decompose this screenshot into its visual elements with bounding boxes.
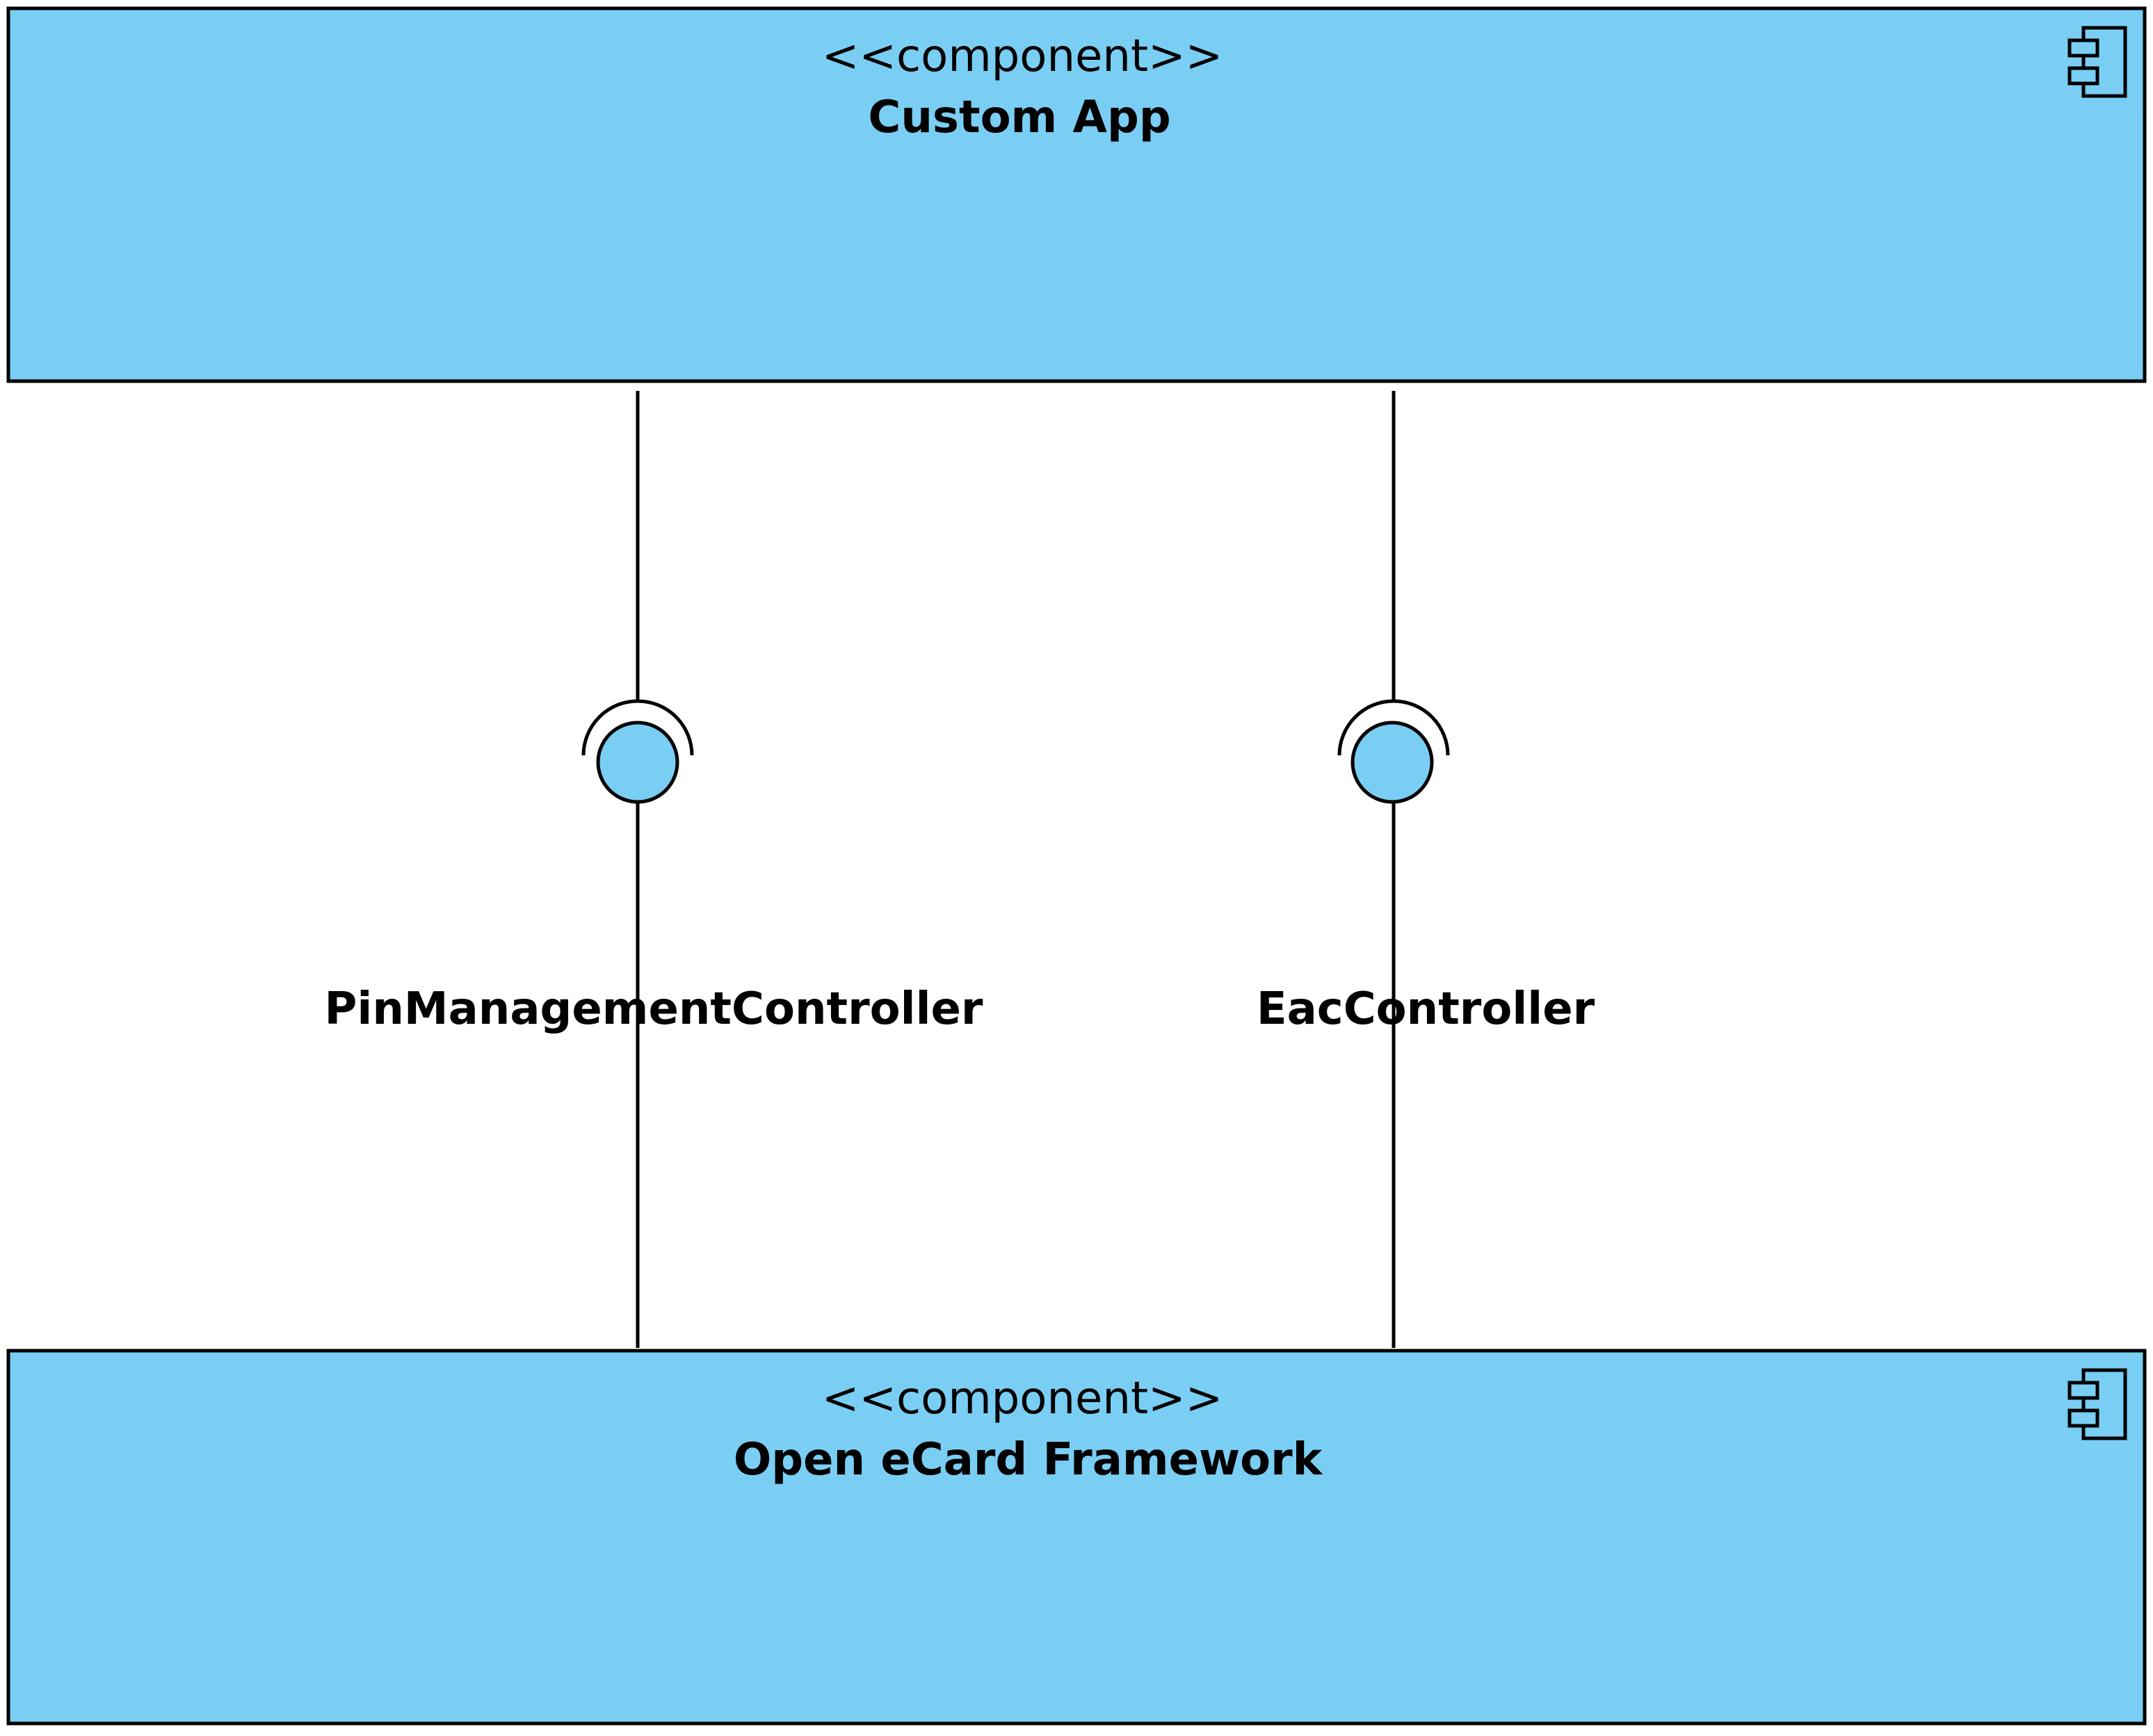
- ball-icon: [1350, 721, 1434, 804]
- component-stereotype: <<component>>: [822, 31, 1223, 82]
- component-icon: [2067, 26, 2127, 98]
- interface-label: EacController: [1257, 983, 1595, 1035]
- component-custom-app[interactable]: <<component>> Custom App: [6, 6, 2147, 383]
- component-open-ecard-framework[interactable]: <<component>> Open eCard Framework: [6, 1349, 2147, 1726]
- socket-icon: [1337, 699, 1450, 756]
- socket-icon: [581, 699, 694, 756]
- component-stereotype: <<component>>: [822, 1373, 1223, 1424]
- component-icon: [2067, 1368, 2127, 1440]
- interface-label: PinManagementController: [325, 983, 983, 1035]
- interface-pin-management-controller[interactable]: PinManagementController: [325, 391, 983, 1348]
- interface-eac-controller[interactable]: EacController: [1257, 391, 1595, 1348]
- component-title: Open eCard Framework: [734, 1434, 1323, 1486]
- component-box: [6, 1349, 2147, 1726]
- component-title: Custom App: [868, 92, 1170, 143]
- ball-icon: [596, 721, 679, 804]
- component-box: [6, 6, 2147, 383]
